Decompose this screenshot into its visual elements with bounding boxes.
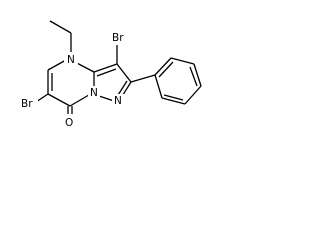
bond-c3-c2: [116, 63, 132, 83]
bond-c5-n4: [47, 59, 67, 71]
bond-ph-2: [170, 57, 195, 65]
br-left-mask: [20, 96, 38, 110]
bond-ph-5: [161, 97, 186, 105]
n2-mask: [112, 94, 124, 107]
bond-c7-c6: [47, 93, 71, 107]
structure-diagram: N N N O Br Br: [20, 20, 202, 129]
atom-labels: N N N O Br Br: [21, 32, 124, 129]
n1-mask: [88, 86, 100, 99]
bond-c2-ph: [130, 74, 156, 83]
n4-mask: [64, 52, 78, 66]
bond-ph-1-double: [158, 61, 174, 78]
bond-c3a-c3: [93, 63, 118, 73]
bond-ph-4: [184, 85, 202, 105]
bond-ph-1: [154, 57, 172, 76]
bond-ph-3: [193, 63, 202, 87]
br-top-mask: [111, 30, 129, 44]
bond-c2-n2-double: [117, 80, 128, 96]
atom-label-o: O: [65, 117, 73, 129]
atom-label-n2: N: [114, 95, 122, 107]
o-mask: [63, 114, 77, 128]
atom-label-n1: N: [90, 87, 98, 99]
bond-lines: [35, 20, 202, 118]
atom-label-masks: [20, 30, 129, 128]
bond-ch2-ch3: [49, 20, 72, 34]
bond-ph-5-double: [163, 94, 184, 101]
bond-n2-n1: [98, 95, 115, 102]
atom-label-br-top: Br: [112, 32, 124, 44]
bond-c3a-c3-double: [96, 68, 117, 77]
bond-ph-6: [154, 74, 163, 99]
atom-label-br-left: Br: [21, 98, 33, 110]
bond-ph-3-double: [189, 66, 198, 87]
atom-label-n4: N: [67, 54, 75, 66]
